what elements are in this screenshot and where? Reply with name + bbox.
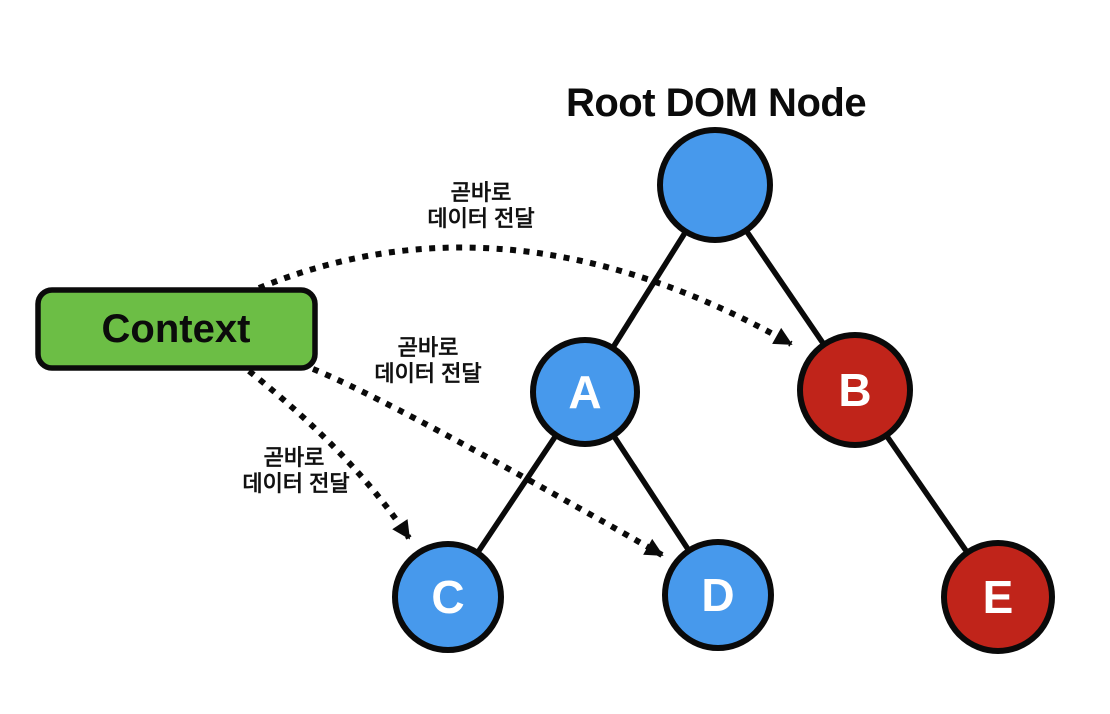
node-d-label: D [701,569,734,621]
arrow-b-label-line1: 곧바로 [451,180,512,205]
node-a-label: A [568,366,601,418]
node-c [392,541,504,653]
page-title: Root DOM Node [566,81,866,125]
context-to-d-arrow [311,366,664,558]
node-d [662,539,774,651]
node-e-label: E [983,571,1014,623]
arrow-d-label-line1: 곧바로 [398,335,459,360]
context-box-label: Context [102,307,251,351]
node-root [657,127,773,243]
node-e [941,540,1055,654]
context-arrows [247,244,793,558]
arrow-d-label-line2: 데이터 전달 [374,361,481,386]
tree-nodes: A B C D E [392,127,1055,654]
arrow-labels: 곧바로 데이터 전달 곧바로 데이터 전달 곧바로 데이터 전달 [242,180,534,496]
arrow-b-label-line2: 데이터 전달 [427,206,534,231]
context-box: Context [35,287,318,371]
context-box-rect [35,287,318,371]
node-a [530,337,640,447]
arrow-c-label-line2: 데이터 전달 [242,471,349,496]
arrow-c-label-line1: 곧바로 [264,445,325,470]
context-to-b-arrow [257,244,793,347]
node-c-label: C [431,571,464,623]
node-b [797,332,913,448]
node-b-label: B [838,364,871,416]
context-to-c-arrow [247,368,412,540]
